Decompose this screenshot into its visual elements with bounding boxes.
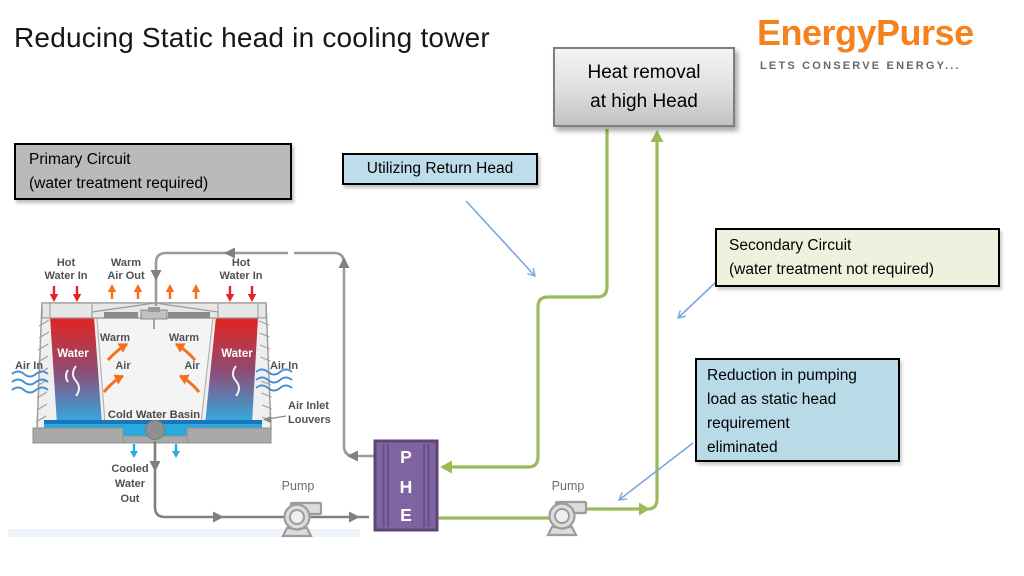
phe-unit: P H E <box>373 439 439 532</box>
annotation-arrows <box>465 200 717 501</box>
cooled-water-arrows <box>130 444 180 458</box>
callout-utilizing-return-head: Utilizing Return Head <box>342 153 538 185</box>
phe-letter-h: H <box>400 477 413 497</box>
logo-text: EnergyPurse <box>757 12 974 53</box>
label-air-left: Air <box>115 360 131 372</box>
phe-letter-p: P <box>400 447 412 467</box>
label-warm-right: Warm <box>169 332 199 344</box>
primary-circuit-piping <box>149 247 375 523</box>
air-in-waves-right <box>255 368 293 392</box>
pipe-gap <box>288 248 294 257</box>
callout-primary-circuit: Primary Circuit (water treatment require… <box>14 143 292 200</box>
warm-air-out-arrows <box>107 284 201 299</box>
fan-icon <box>104 307 210 329</box>
label-air-in-left: Air In <box>15 360 43 372</box>
water-wave-left <box>72 365 80 397</box>
water-wave-left2 <box>65 369 69 383</box>
label-air-in-right: Air In <box>270 360 298 372</box>
air-in-waves-left <box>11 370 49 394</box>
cold-water-basin <box>32 420 272 444</box>
label-warm-left: Warm <box>100 332 130 344</box>
hot-water-arrows-left <box>49 286 82 302</box>
callout-secondary-circuit: Secondary Circuit (water treatment not r… <box>715 228 1000 287</box>
logo-tagline: LETS CONSERVE ENERGY... <box>760 60 961 72</box>
water-column-left <box>50 317 102 424</box>
label-cold-water-basin: Cold Water Basin <box>108 409 200 421</box>
page-title: Reducing Static head in cooling tower <box>14 22 490 53</box>
label-pump2: Pump <box>552 479 585 493</box>
hot-water-arrows-right <box>225 286 257 302</box>
arrow-reduction-pumping <box>617 442 694 501</box>
basin-drain <box>145 420 165 440</box>
label-water-left: Water <box>57 348 89 360</box>
label-air-right: Air <box>184 360 200 372</box>
label-pump1: Pump <box>282 479 315 493</box>
arrow-secondary-circuit <box>676 281 717 319</box>
arrow-utilizing-return-head <box>465 200 536 278</box>
water-column-right <box>205 317 258 424</box>
image-edge-band <box>8 529 360 537</box>
label-water-right: Water <box>221 348 253 360</box>
phe-letter-e: E <box>400 505 412 525</box>
louver-pointer-head <box>263 416 271 423</box>
pump2-icon <box>546 500 588 537</box>
water-wave-right <box>232 365 240 397</box>
callout-reduction-pumping: Reduction in pumping load as static head… <box>695 358 900 462</box>
warm-air-curved-arrows <box>102 342 201 393</box>
secondary-circuit-piping <box>437 129 664 520</box>
pump1-icon <box>281 501 323 538</box>
callout-heat-removal: Heat removal at high Head <box>553 47 735 127</box>
